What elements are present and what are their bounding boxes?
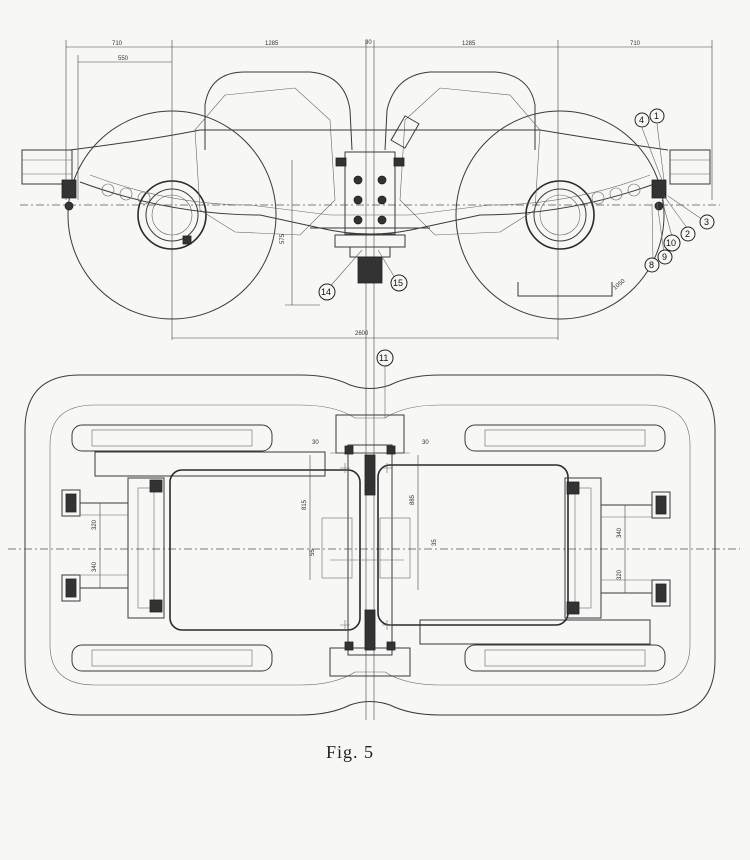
callout-8: 8	[644, 257, 660, 273]
height-dimension: 575	[280, 160, 320, 306]
plan-wheels	[71, 424, 666, 672]
svg-text:10: 10	[666, 238, 676, 248]
svg-text:14: 14	[321, 287, 331, 297]
callout-10: 10	[663, 234, 681, 252]
dim-320a: 320	[92, 519, 98, 530]
plan-dimensions: 30 30 815 885 320 340 340 320 55 35	[92, 440, 626, 593]
svg-text:8: 8	[649, 260, 654, 270]
dim-half-right: 1285	[462, 41, 476, 47]
side-elevation: 575 1050 2600	[20, 71, 720, 339]
svg-text:9: 9	[662, 252, 667, 262]
dim-30a: 30	[312, 440, 319, 446]
callout-2: 2	[680, 226, 696, 242]
wheelbase-dimension: 2600	[172, 331, 558, 339]
left-wheel	[67, 110, 277, 320]
leader-lines	[326, 123, 707, 418]
dim-815: 815	[302, 499, 308, 510]
figure-caption: Fig. 5	[325, 742, 374, 762]
svg-text:2: 2	[685, 229, 690, 239]
dim-center: 30	[365, 40, 372, 46]
headstock-beams	[21, 149, 711, 185]
dim-wheel: 1050	[612, 278, 627, 292]
dim-320b: 320	[617, 569, 623, 580]
dim-30b: 30	[422, 440, 429, 446]
callout-11: 11	[376, 349, 394, 367]
callout-14: 14	[318, 283, 336, 301]
svg-text:1: 1	[654, 111, 659, 121]
callout-3: 3	[699, 214, 715, 230]
dim-885: 885	[410, 494, 416, 505]
side-frame-outline	[69, 71, 669, 297]
frame-holes	[101, 183, 641, 205]
plan-view: 30 30 815 885 320 340 340 320 55 35	[8, 374, 740, 716]
dim-left-inner: 550	[118, 56, 129, 62]
dim-55: 55	[310, 549, 316, 556]
axle-assemblies	[80, 477, 652, 619]
central-bolster	[310, 115, 430, 284]
callout-1: 1	[649, 108, 665, 124]
callout-9: 9	[657, 249, 673, 265]
dim-left-outer: 710	[112, 41, 123, 47]
dim-right-outer: 710	[630, 41, 641, 47]
svg-text:3: 3	[704, 217, 709, 227]
spring-hangers	[61, 179, 667, 245]
callout-15: 15	[390, 274, 408, 292]
right-wheel	[455, 110, 665, 320]
bolster-frames	[169, 414, 569, 677]
dim-wheelbase: 2600	[355, 331, 369, 337]
top-dimension-lines: 710 550 1285 30 1285 710	[65, 40, 713, 720]
dim-35: 35	[432, 539, 438, 546]
dim-340b: 340	[617, 527, 623, 538]
svg-text:4: 4	[639, 115, 644, 125]
dim-340a: 340	[92, 561, 98, 572]
dim-height: 575	[280, 233, 286, 244]
svg-text:15: 15	[393, 278, 403, 288]
dim-half-left: 1285	[265, 41, 279, 47]
callout-4: 4	[634, 112, 650, 128]
svg-text:11: 11	[379, 353, 388, 363]
plan-bolts	[340, 463, 392, 630]
